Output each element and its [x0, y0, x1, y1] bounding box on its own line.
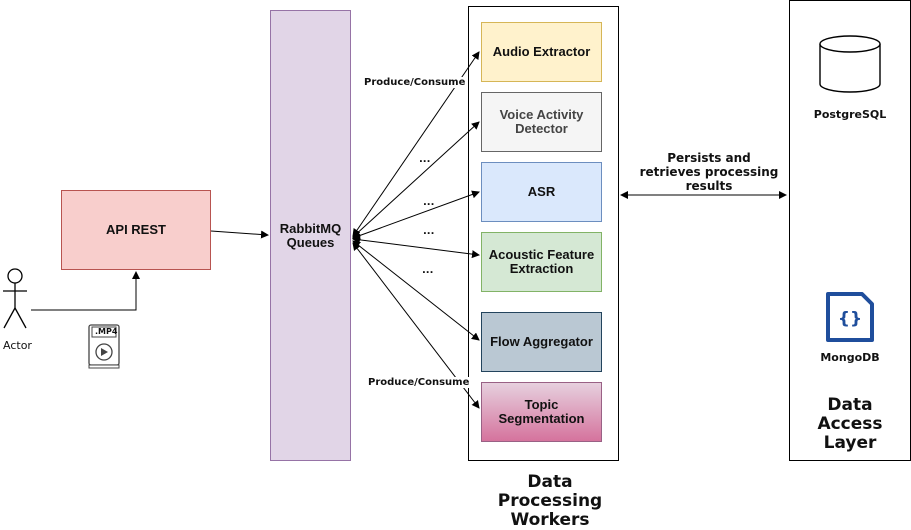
worker-label-2: Extraction [509, 261, 574, 276]
workers-title-line2: Processing [497, 491, 603, 511]
postgresql-label: PostgreSQL [813, 108, 887, 121]
mongodb-file-icon: {} [826, 292, 874, 342]
edge-queue-vad [352, 121, 480, 238]
ellipsis-label-1: ... [419, 154, 431, 165]
worker-acoustic-feature-extraction: Acoustic Feature Extraction [481, 232, 602, 292]
database-cylinder-icon [819, 35, 881, 93]
data-processing-workers-title: Data Processing Workers [480, 473, 620, 530]
api-rest-label: API REST [106, 222, 166, 237]
workers-title-line1: Data [527, 472, 573, 492]
worker-label: Voice Activity [499, 107, 584, 122]
persists-line3: results [685, 179, 733, 193]
data-access-title-line3: Layer [823, 433, 877, 453]
worker-label: ASR [527, 184, 556, 199]
ellipsis-label-4: ... [422, 265, 434, 276]
worker-label-2: Segmentation [498, 411, 585, 426]
worker-topic-segmentation: Topic Segmentation [481, 382, 602, 442]
actor-label: Actor [3, 339, 32, 352]
produce-consume-top-label: Produce/Consume [364, 77, 466, 88]
worker-voice-activity-detector: Voice Activity Detector [481, 92, 602, 152]
api-rest-box: API REST [61, 190, 211, 270]
queue-label-line2: Queues [286, 234, 335, 250]
produce-consume-bottom-label: Produce/Consume [368, 377, 470, 388]
rabbitmq-queue-box: RabbitMQ Queues [270, 10, 351, 461]
persists-line1: Persists and [667, 151, 751, 165]
queue-label-line1: RabbitMQ [279, 220, 342, 236]
edge-actor-api [31, 271, 140, 311]
edge-api-queue [210, 230, 269, 239]
mp4-file-icon [88, 324, 120, 369]
worker-asr: ASR [481, 162, 602, 222]
mongodb-label: MongoDB [820, 351, 880, 364]
actor-icon [3, 268, 27, 329]
worker-flow-aggregator: Flow Aggregator [481, 312, 602, 372]
workers-title-line3: Workers [510, 510, 590, 530]
mp4-label: .MP4 [95, 327, 118, 336]
svg-text:{}: {} [838, 309, 862, 329]
worker-label-2: Detector [515, 121, 568, 136]
data-access-title-line1: Data [827, 395, 873, 415]
worker-audio-extractor: Audio Extractor [481, 22, 602, 82]
ellipsis-label-2: ... [423, 197, 435, 208]
worker-label: Audio Extractor [492, 44, 591, 59]
worker-label: Flow Aggregator [490, 334, 593, 349]
ellipsis-label-3: ... [423, 226, 435, 237]
data-access-layer-title: Data Access Layer [790, 396, 910, 453]
data-access-title-line2: Access [817, 414, 883, 434]
persists-label: Persists and retrieves processing result… [634, 151, 784, 193]
worker-label: Topic [524, 397, 559, 412]
persists-line2: retrieves processing [639, 165, 779, 179]
edge-queue-asr [352, 190, 480, 240]
worker-label: Acoustic Feature [488, 247, 595, 262]
edge-queue-acoustic [352, 235, 480, 259]
